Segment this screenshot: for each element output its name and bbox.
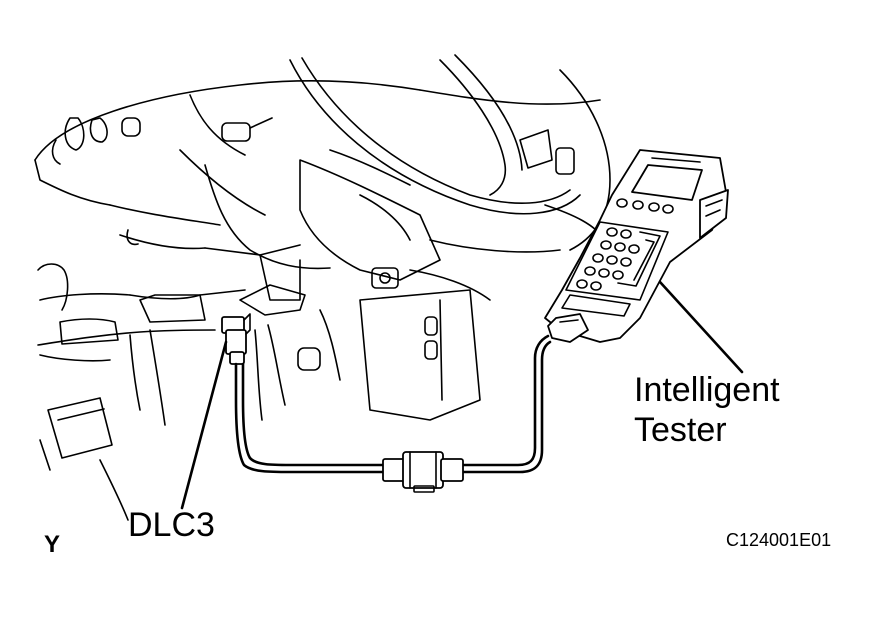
leader-lines: [180, 280, 744, 510]
tester-cable: [234, 334, 552, 474]
cable-inline-connector: [382, 451, 464, 493]
leader-line-dlc3: [180, 340, 228, 510]
intelligent-tester-label-line1: Intelligent: [634, 371, 780, 409]
intelligent-tester-label: Intelligent Tester: [634, 370, 780, 450]
leader-line-tester: [658, 280, 744, 374]
intelligent-tester-label-line2: Tester: [634, 411, 727, 449]
dashboard-linework: [34, 54, 611, 521]
view-letter-label: Y: [44, 531, 61, 558]
dlc3-connector: [221, 313, 251, 365]
dlc3-label: DLC3: [128, 506, 215, 544]
intelligent-tester-device: [544, 149, 729, 343]
figure-code: C124001E01: [726, 530, 832, 550]
